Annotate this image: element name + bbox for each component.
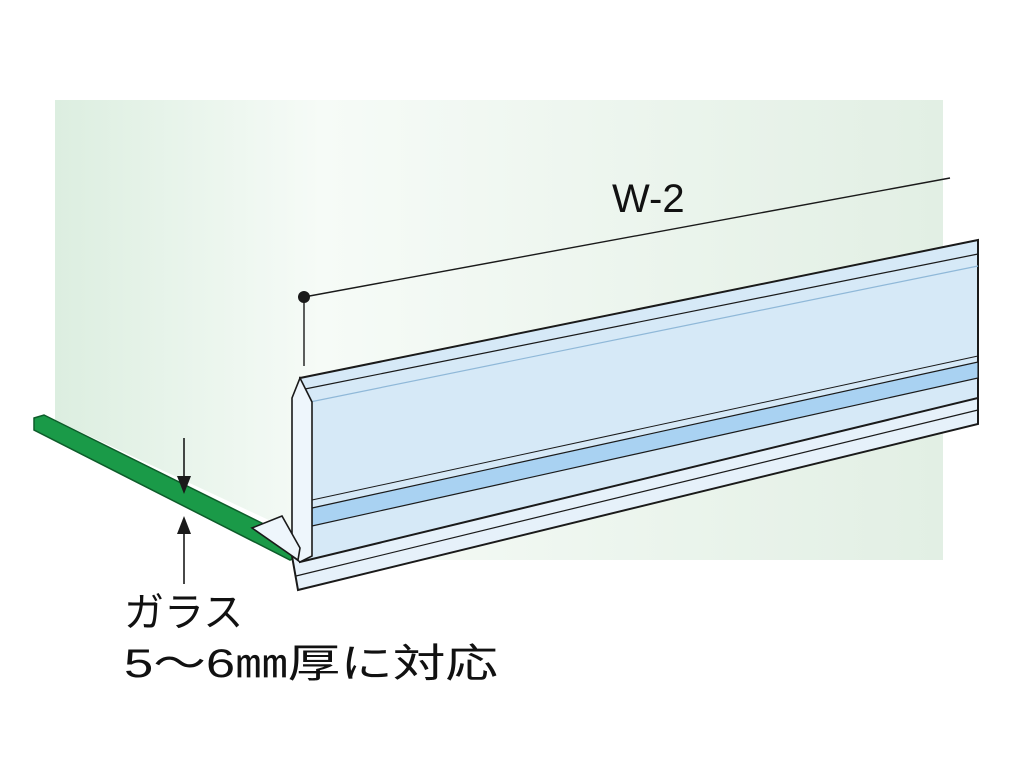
profile-base-edge [295, 409, 979, 577]
profile-stripe-top [311, 355, 979, 501]
product-label: W-2 [612, 177, 685, 221]
profile-top-ridge [299, 253, 979, 391]
profile-end-cap [291, 376, 313, 563]
profile-upper-line [309, 265, 979, 403]
glass-label-line1: ガラス [124, 591, 243, 635]
thickness-arrow-bottom-head [177, 516, 191, 534]
profile-foot [250, 514, 301, 562]
w2-leader-dot [298, 291, 310, 303]
thickness-arrow-top-head [177, 476, 191, 494]
w2-leader-line [303, 177, 951, 298]
glass-label-line2: 5～6㎜厚に対応 [124, 642, 498, 686]
